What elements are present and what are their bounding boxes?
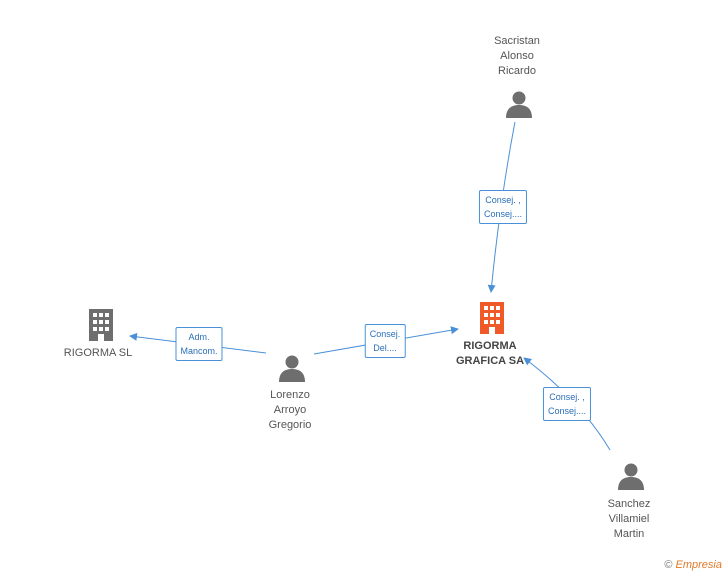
node-label-rigorma-sl[interactable]: RIGORMA SL (64, 346, 132, 361)
brand-logo[interactable]: Empresia (675, 559, 722, 571)
copyright-icon: © (664, 559, 673, 571)
footer-credit: © Empresia (664, 559, 722, 571)
node-label-lorenzo[interactable]: Lorenzo Arroyo Gregorio (269, 388, 312, 433)
building-icon-rigorma-sl[interactable] (86, 307, 116, 341)
node-label-line: RIGORMA SL (63, 347, 133, 359)
node-label-line: Arroyo (273, 404, 307, 416)
edge-label-line: Del.... (373, 343, 397, 353)
node-label-line: Lorenzo (270, 389, 310, 401)
node-label-line: Villamiel (608, 513, 650, 525)
node-label-sacristan[interactable]: Sacristan Alonso Ricardo (494, 34, 540, 79)
node-label-sanchez[interactable]: Sanchez Villamiel Martin (608, 497, 651, 542)
edge-label-sacristan-grafica[interactable]: Consej. , Consej.... (478, 190, 528, 224)
node-label-line: Martin (613, 528, 645, 540)
person-icon-sanchez[interactable] (616, 462, 646, 490)
edge-label-lorenzo-sl[interactable]: Adm. Mancom. (175, 327, 223, 361)
node-label-line: Sacristan (494, 35, 540, 47)
node-label-line: Ricardo (498, 65, 536, 77)
node-label-line: RIGORMA (463, 340, 517, 352)
edge-label-line: Consej. , (485, 195, 521, 205)
edge-label-line: Adm. (188, 332, 210, 342)
building-icon-rigorma-grafica[interactable] (477, 300, 507, 334)
node-label-line: Sanchez (607, 498, 651, 510)
node-label-rigorma-grafica[interactable]: RIGORMA GRAFICA SA (456, 339, 524, 369)
edge-label-lorenzo-grafica[interactable]: Consej. Del.... (364, 324, 406, 358)
edge-label-line: Mancom. (180, 346, 218, 356)
node-label-line: Alonso (500, 50, 534, 62)
edge-label-sanchez-grafica[interactable]: Consej. , Consej.... (542, 387, 592, 421)
edge-label-line: Consej. , (549, 392, 585, 402)
person-icon-lorenzo[interactable] (277, 354, 307, 382)
edge-label-line: Consej. (369, 329, 401, 339)
edge-label-line: Consej.... (483, 209, 523, 219)
person-icon-sacristan[interactable] (504, 90, 534, 118)
edge-label-line: Consej.... (547, 406, 587, 416)
node-label-line: Gregorio (268, 419, 312, 431)
node-label-line: GRAFICA SA (455, 355, 525, 367)
